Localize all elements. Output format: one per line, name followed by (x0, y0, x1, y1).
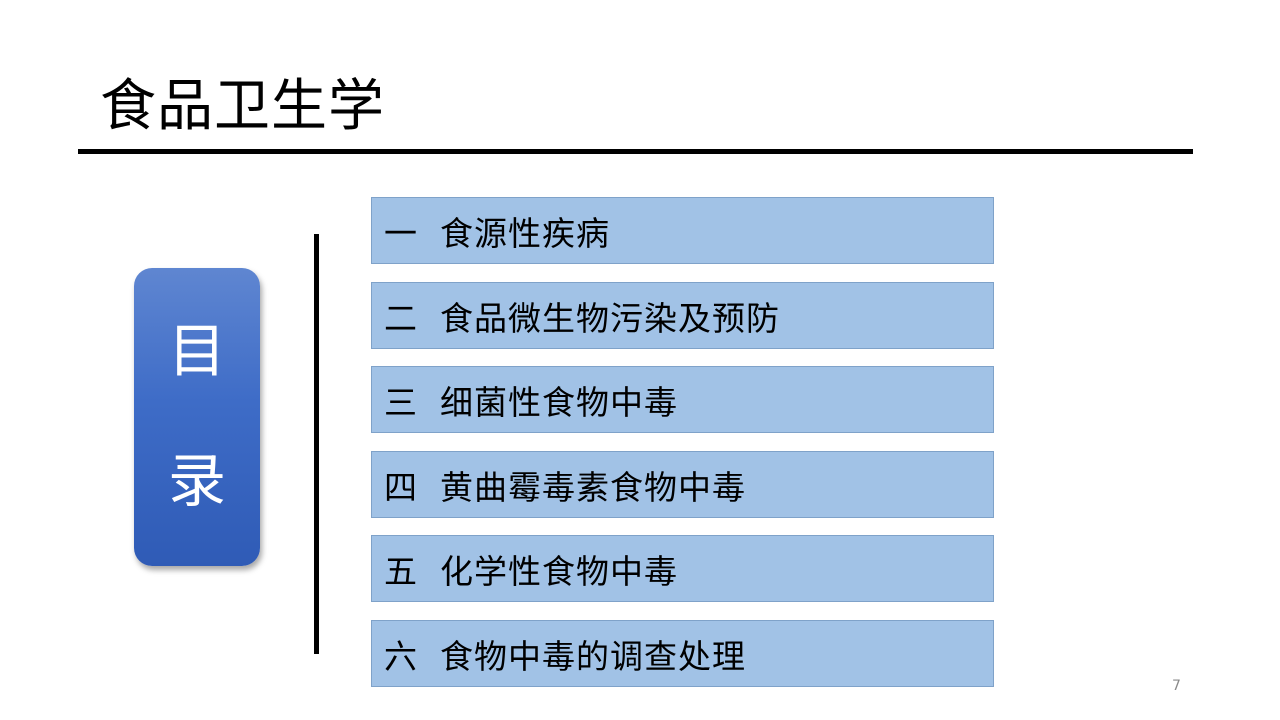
toc-item-4[interactable]: 四 黄曲霉毒素食物中毒 (371, 451, 994, 518)
vertical-divider (314, 234, 319, 654)
toc-item-number: 六 (384, 636, 417, 676)
toc-item-number: 五 (384, 551, 417, 591)
toc-item-number: 三 (384, 382, 417, 422)
toc-item-5[interactable]: 五 化学性食物中毒 (371, 535, 994, 602)
toc-item-label: 化学性食物中毒 (440, 551, 678, 591)
toc-item-6[interactable]: 六 食物中毒的调查处理 (371, 620, 994, 687)
badge-char-mu: 目 (167, 317, 226, 385)
toc-item-1[interactable]: 一 食源性疾病 (371, 197, 994, 264)
toc-item-label: 食源性疾病 (440, 213, 610, 253)
toc-item-label: 食品微生物污染及预防 (440, 298, 780, 338)
toc-item-number: 四 (384, 467, 417, 507)
toc-item-number: 一 (384, 213, 417, 253)
toc-item-label: 细菌性食物中毒 (440, 382, 678, 422)
toc-item-number: 二 (384, 298, 417, 338)
badge-char-lu: 录 (167, 447, 226, 515)
toc-item-label: 黄曲霉毒素食物中毒 (440, 467, 746, 507)
table-of-contents-badge: 目 录 (134, 268, 260, 566)
toc-item-3[interactable]: 三 细菌性食物中毒 (371, 366, 994, 433)
page-number: 7 (1172, 678, 1181, 694)
slide-title: 食品卫生学 (100, 74, 385, 139)
toc-item-2[interactable]: 二 食品微生物污染及预防 (371, 282, 994, 349)
title-underline (78, 149, 1193, 154)
toc-item-label: 食物中毒的调查处理 (440, 636, 746, 676)
